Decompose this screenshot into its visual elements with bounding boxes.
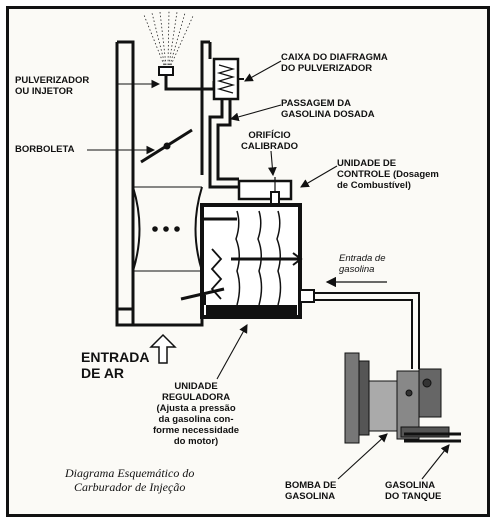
throttle-butterfly <box>140 128 193 164</box>
label-unidade-reguladora: UNIDADE REGULADORA (Ajusta a pressão da … <box>153 381 240 447</box>
carburetor-schematic <box>87 10 461 480</box>
carburetor-body <box>115 40 212 327</box>
fuel-inlet-pipe <box>299 276 420 369</box>
label-borboleta: BORBOLETA <box>15 144 75 155</box>
fuel-pump <box>344 352 461 444</box>
venturi <box>132 186 203 272</box>
fuel-spray <box>143 10 194 66</box>
leader-lines <box>87 60 450 480</box>
control-unit <box>237 177 293 213</box>
air-inlet-arrow <box>149 333 177 364</box>
regulator-unit <box>180 203 303 319</box>
injector-nozzle <box>158 66 216 91</box>
metered-fuel-passage <box>208 99 239 189</box>
spray-diaphragm-box <box>212 57 244 101</box>
